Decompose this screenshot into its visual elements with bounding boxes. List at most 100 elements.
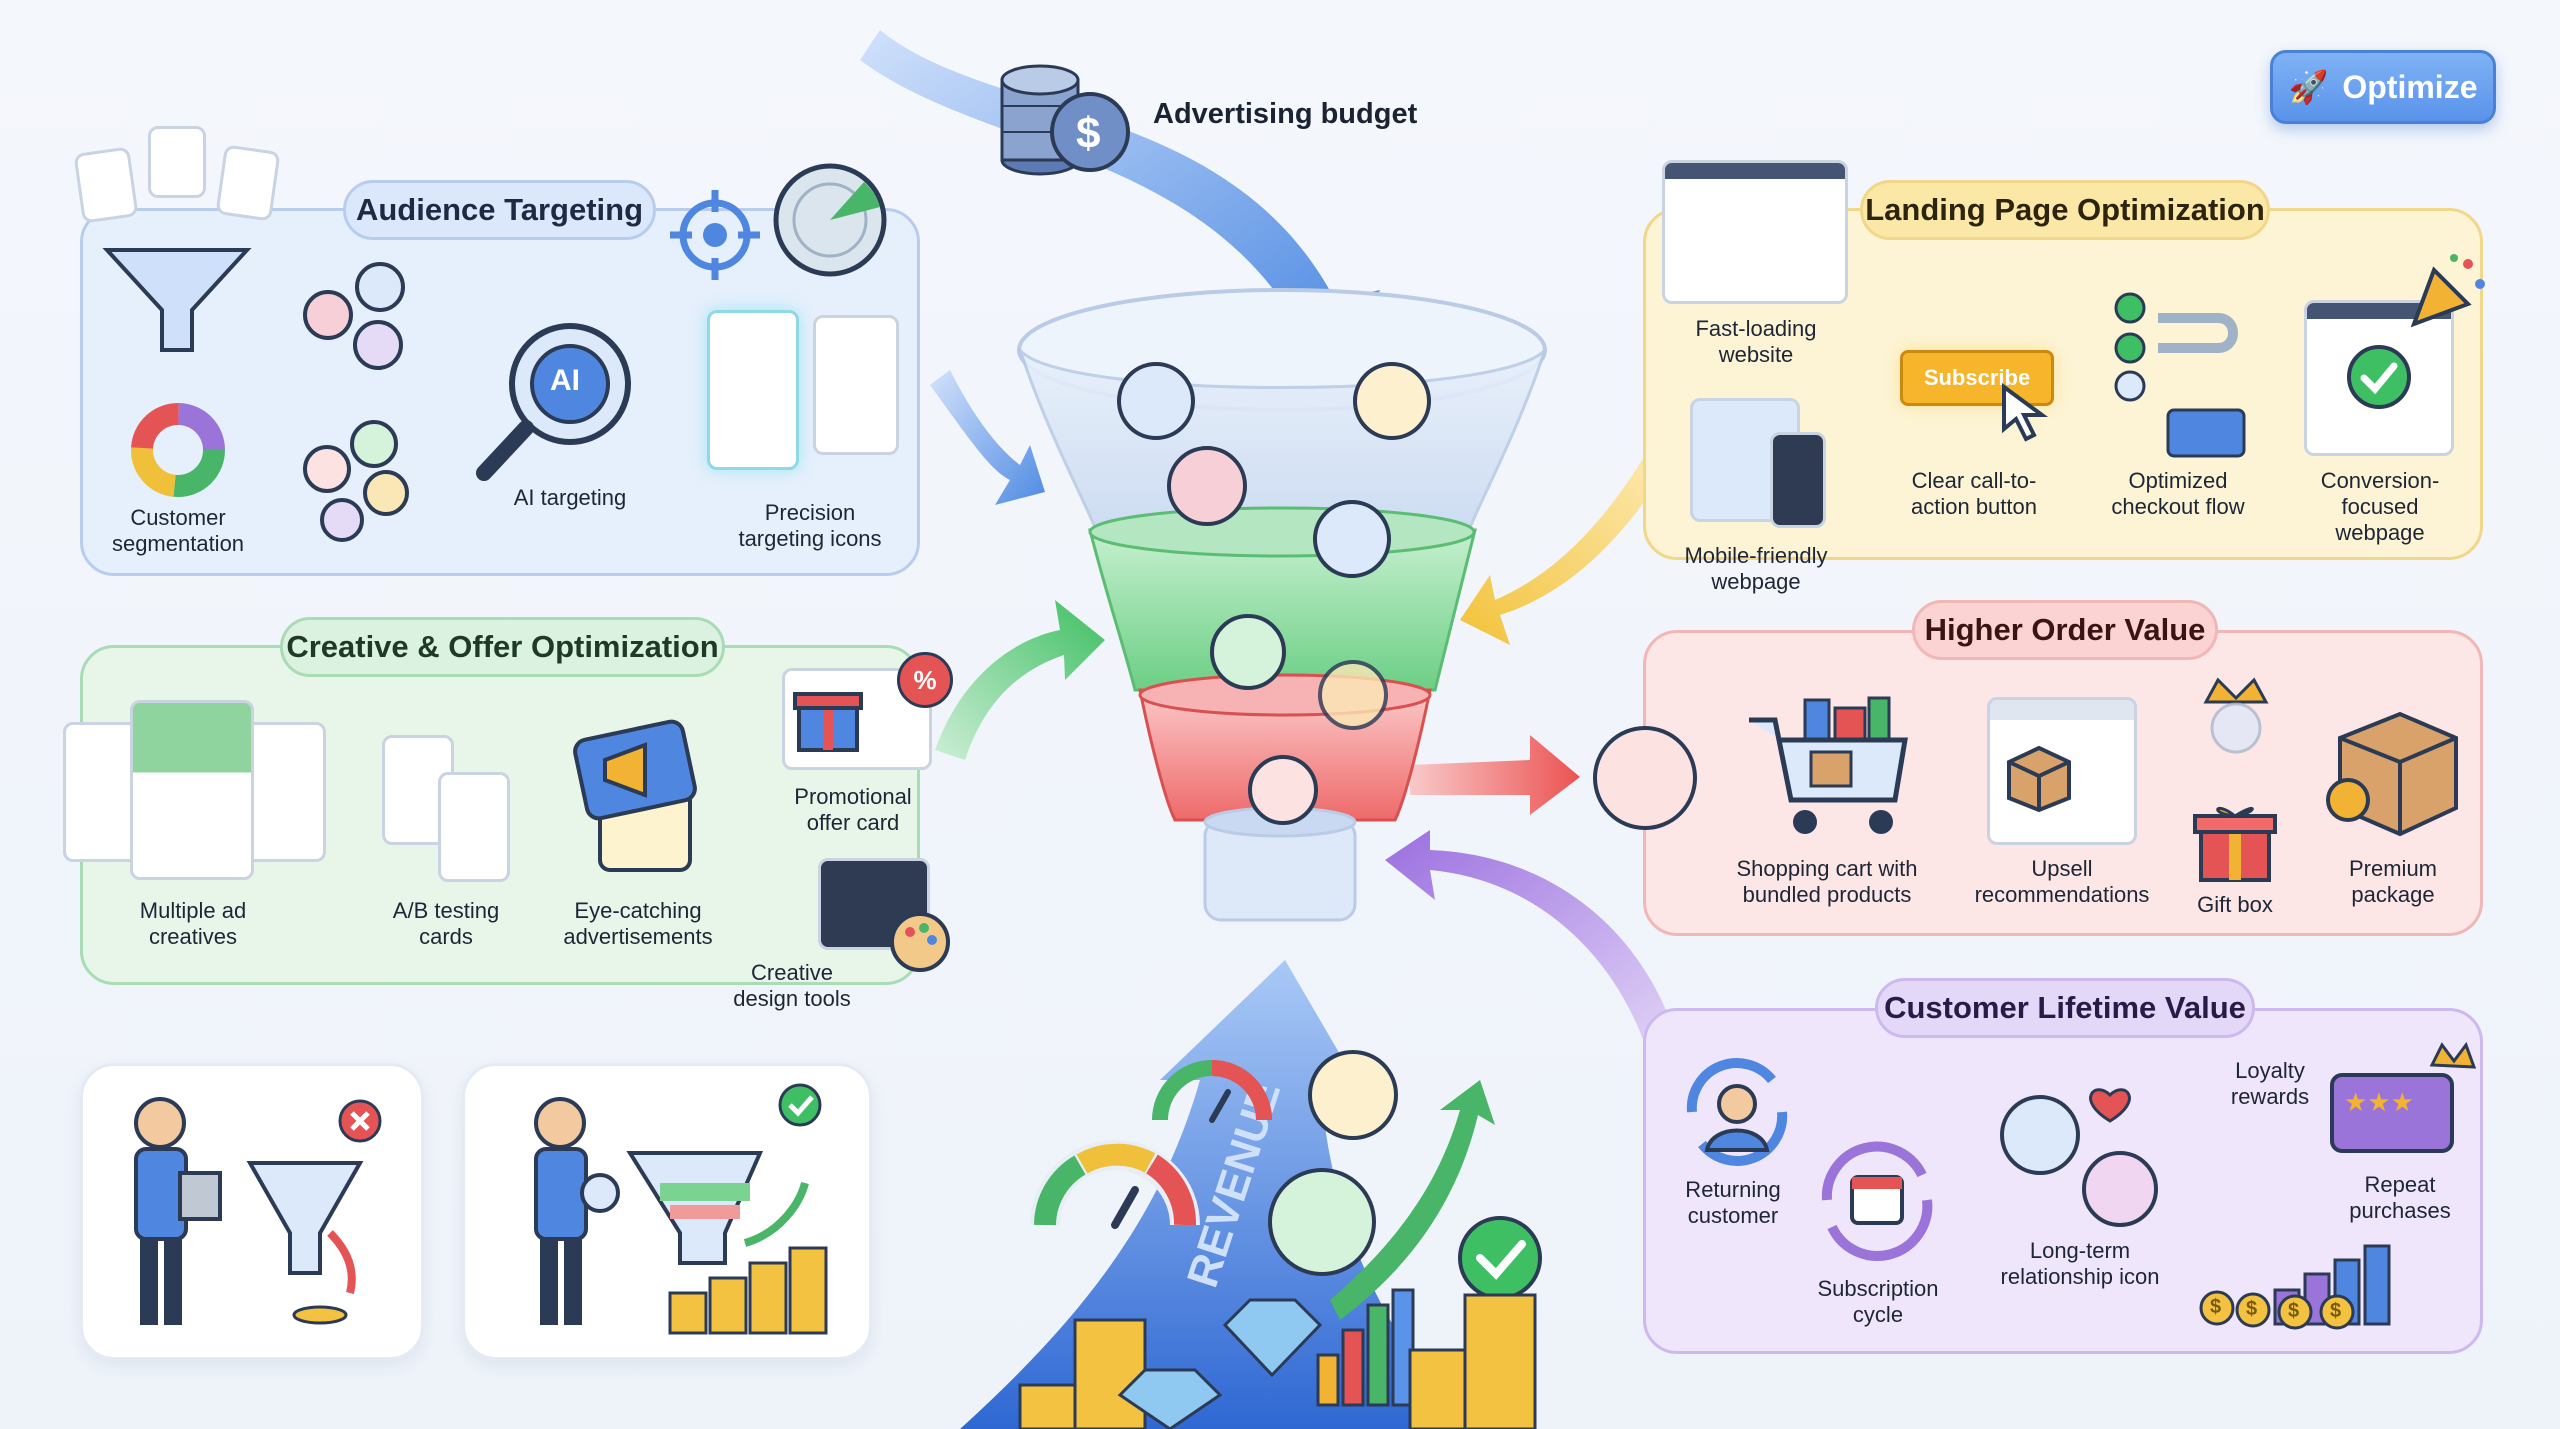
segmentation-donut-icon	[131, 403, 225, 497]
segment-avatar-4	[303, 445, 351, 493]
segmentation-label: Customer segmentation	[111, 505, 245, 556]
precision-card-1	[707, 310, 799, 470]
ai-chip-label: AI	[550, 364, 580, 397]
gauge-icon-small	[1152, 1060, 1272, 1123]
aov-customer-avatar	[1593, 726, 1697, 830]
segment-avatar-2	[355, 262, 405, 312]
funnel-avatar-4	[1313, 500, 1391, 578]
gift-box-label: Gift box	[2197, 892, 2273, 917]
wasted-budget-scene	[134, 1097, 382, 1325]
clv-coin-symbol-2: $	[2246, 1298, 2258, 1320]
cta-subscribe-button[interactable]: Subscribe	[1900, 350, 2054, 406]
clv-title: Customer Lifetime Value	[1875, 978, 2255, 1038]
profile-card-2	[148, 126, 206, 198]
long-term-relationship-icon	[2000, 1088, 2158, 1227]
party-popper-icon	[2410, 254, 2485, 328]
conversion-label: Conversion-focused webpage	[2320, 468, 2440, 545]
loyalty-rewards-card-icon: ★★★	[2330, 1041, 2477, 1153]
upsell-box-icon	[2007, 745, 2071, 813]
radar-icon	[773, 163, 887, 277]
subscription-cycle-label: Subscription cycle	[1817, 1276, 1939, 1327]
coin-stacks-icon	[1018, 1293, 1537, 1429]
ab-testing-label: A/B testing cards	[392, 898, 500, 949]
gift-icon	[793, 692, 863, 752]
long-term-relationship-label: Long-term relationship icon	[2000, 1238, 2160, 1289]
funnel-avatar-6	[1318, 660, 1388, 730]
creative-offer-title: Creative & Offer Optimization	[280, 617, 725, 677]
higher-order-value-title: Higher Order Value	[1912, 600, 2218, 660]
segment-avatar-5	[350, 420, 398, 468]
segment-avatar-3	[353, 320, 403, 370]
clv-coin-symbol-3: $	[2288, 1300, 2300, 1322]
fast-website-window	[1662, 160, 1848, 304]
crown-badge-icon	[2203, 677, 2269, 754]
subscription-cycle-icon	[1821, 1141, 1933, 1261]
clv-coin-symbol-4: $	[2330, 1300, 2342, 1322]
ab-test-card-b	[438, 772, 510, 882]
funnel-green-section	[1088, 528, 1477, 692]
creative-design-tools-label: Creative design tools	[733, 960, 851, 1011]
optimize-button-label: Optimize	[2342, 68, 2478, 105]
segmentation-funnel-icon	[102, 248, 252, 352]
cta-label: Clear call-to- action button	[1911, 468, 2037, 519]
ad-creative-card-front	[130, 700, 254, 880]
svg-text:★★★: ★★★	[2344, 1087, 2414, 1117]
clv-coin-symbol-1: $	[2210, 1296, 2222, 1318]
segment-avatar-1	[303, 290, 353, 340]
shopping-cart-label: Shopping cart with bundled products	[1736, 856, 1918, 907]
promo-badge-icon: %	[897, 652, 953, 708]
funnel-avatar-1	[1117, 362, 1195, 440]
gauge-icon-large	[1030, 1140, 1200, 1229]
segment-avatar-7	[320, 498, 364, 542]
cursor-icon	[2002, 383, 2049, 442]
returning-customer-icon	[1686, 1058, 1788, 1166]
precision-card-2	[813, 315, 899, 455]
profile-card-3	[215, 144, 281, 222]
repeat-purchases-bars-icon	[2199, 1244, 2391, 1330]
budget-coin-stack-icon	[1000, 64, 1130, 176]
promotional-offer-label: Promotional offer card	[794, 784, 912, 835]
budget-coin-symbol: $	[1076, 109, 1100, 158]
gift-box-icon	[2193, 806, 2277, 882]
mobile-friendly-label: Mobile-friendly webpage	[1684, 543, 1828, 594]
ai-targeting-label: AI targeting	[513, 485, 627, 510]
premium-package-icon	[2326, 711, 2458, 837]
advertising-budget-label: Advertising budget	[1153, 98, 1418, 130]
upsell-label: Upsell recommendations	[1974, 856, 2150, 907]
creative-to-funnel-arrow	[935, 600, 1105, 760]
mobile-phone	[1770, 432, 1826, 528]
optimize-button[interactable]: 🚀 Optimize	[2270, 50, 2496, 124]
funnel-avatar-7	[1248, 755, 1318, 825]
crosshair-icon	[670, 190, 760, 280]
fast-loading-label: Fast-loading website	[1695, 316, 1817, 367]
returning-customer-label: Returning customer	[1685, 1177, 1781, 1228]
success-check-icon	[2347, 345, 2411, 409]
audience-to-funnel-arrow	[930, 370, 1045, 505]
repeat-purchases-label: Repeat purchases	[2349, 1172, 2451, 1223]
funnel-avatar-2	[1353, 362, 1431, 440]
growth-arrow-green	[1330, 1080, 1495, 1320]
megaphone-ad-icon	[573, 719, 697, 872]
funnel-to-aov-arrow	[1410, 735, 1580, 815]
landing-page-title: Landing Page Optimization	[1860, 180, 2270, 240]
shopping-cart-icon	[1749, 696, 1908, 834]
landing-to-funnel-arrow	[1460, 420, 1690, 645]
segment-avatar-6	[363, 470, 409, 516]
design-tools-window	[818, 858, 930, 950]
checkout-flow-icon	[2114, 292, 2246, 458]
checkout-label: Optimized checkout flow	[2111, 468, 2245, 519]
ad-creative-card-back-right	[244, 722, 326, 862]
palette-icon	[890, 912, 950, 972]
growth-bars-icon	[1316, 1288, 1415, 1407]
audience-targeting-title: Audience Targeting	[343, 180, 656, 240]
funnel-avatar-5	[1210, 614, 1286, 690]
revenue-avatar-2	[1268, 1168, 1376, 1276]
eye-catching-ads-label: Eye-catching advertisements	[563, 898, 713, 949]
diamond-icon	[1117, 1298, 1323, 1429]
multiple-ad-creatives-label: Multiple ad creatives	[139, 898, 247, 949]
revenue-avatar-1	[1308, 1050, 1398, 1140]
clv-to-funnel-arrow	[1385, 830, 1680, 1060]
conversion-webpage-window	[2304, 300, 2454, 456]
ai-magnifier-icon	[476, 323, 631, 481]
profile-card-1	[73, 146, 139, 224]
